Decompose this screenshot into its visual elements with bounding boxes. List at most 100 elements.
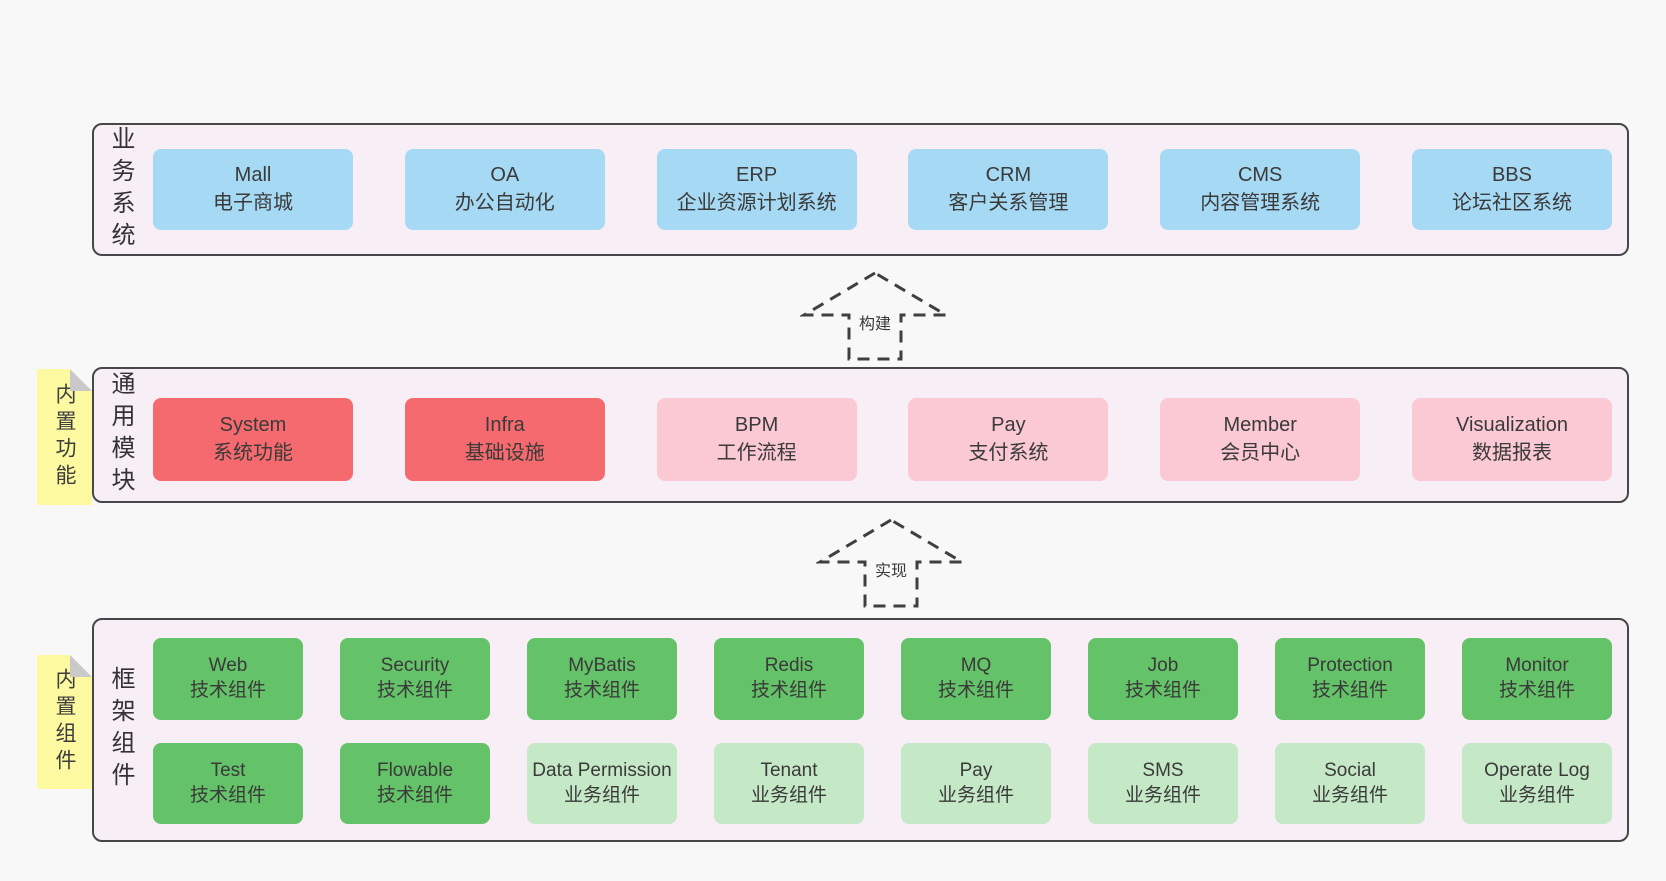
box-cms: CMS 内容管理系统 — [1160, 149, 1361, 230]
implement-arrow-label: 实现 — [871, 562, 911, 582]
box-title: Member — [1223, 413, 1297, 436]
box-subtitle: 技术组件 — [376, 784, 453, 806]
box-subtitle: 业务组件 — [563, 784, 640, 806]
builtin-features-note: 内置功能 — [37, 369, 92, 505]
box-title: Data Permission — [532, 759, 672, 781]
box-subtitle: 客户关系管理 — [948, 191, 1069, 214]
build-arrow: 构建 — [800, 270, 950, 362]
box-monitor: Monitor 技术组件 — [1462, 638, 1612, 720]
block-arrow-up-icon — [816, 518, 966, 608]
box-member: Member 会员中心 — [1160, 398, 1361, 481]
box-subtitle: 业务组件 — [1124, 784, 1201, 806]
box-title: Test — [210, 759, 246, 781]
box-title: Mall — [234, 163, 272, 186]
box-infra: Infra 基础设施 — [404, 398, 605, 481]
box-oa: OA 办公自动化 — [404, 149, 605, 230]
box-sms: SMS 业务组件 — [1088, 743, 1238, 824]
box-erp: ERP 企业资源计划系统 — [656, 149, 857, 230]
box-title: Job — [1147, 655, 1179, 677]
box-subtitle: 技术组件 — [1498, 680, 1575, 701]
box-title: Operate Log — [1484, 759, 1590, 781]
box-title: MQ — [960, 655, 992, 677]
box-title: Infra — [484, 413, 525, 436]
box-title: Social — [1324, 759, 1376, 781]
box-subtitle: 技术组件 — [376, 680, 453, 701]
box-redis: Redis 技术组件 — [714, 638, 864, 720]
box-subtitle: 基础设施 — [464, 441, 545, 464]
box-flowable: Flowable 技术组件 — [340, 743, 490, 824]
box-title: Redis — [764, 655, 814, 677]
note-text: 内置组件 — [53, 668, 76, 776]
box-tenant: Tenant 业务组件 — [714, 743, 864, 824]
note-text: 内置功能 — [53, 383, 76, 491]
box-title: Web — [208, 655, 248, 677]
box-subtitle: 技术组件 — [750, 680, 827, 701]
box-subtitle: 技术组件 — [937, 680, 1014, 701]
box-system: System 系统功能 — [153, 398, 353, 481]
box-title: Security — [380, 655, 450, 677]
box-subtitle: 支付系统 — [968, 441, 1049, 464]
box-operate-log: Operate Log 业务组件 — [1462, 743, 1612, 824]
section-label-text: 框架组件 — [107, 666, 134, 794]
box-title: CRM — [985, 163, 1032, 186]
box-title: Pay — [959, 759, 993, 781]
box-subtitle: 业务组件 — [937, 784, 1014, 806]
box-subtitle: 工作流程 — [716, 441, 797, 464]
components-row-2: Test 技术组件 Flowable 技术组件 Data Permission … — [153, 743, 1612, 824]
box-mall: Mall 电子商城 — [153, 149, 353, 230]
box-subtitle: 系统功能 — [213, 441, 293, 464]
box-subtitle: 办公自动化 — [454, 191, 555, 214]
box-title: BBS — [1491, 163, 1532, 186]
block-arrow-up-icon — [800, 271, 950, 361]
box-subtitle: 会员中心 — [1220, 441, 1301, 464]
box-data-permission: Data Permission 业务组件 — [527, 743, 677, 824]
box-subtitle: 业务组件 — [750, 784, 827, 806]
box-title: Tenant — [760, 759, 818, 781]
business-section-label: 业务系统 — [96, 125, 144, 254]
box-title: MyBatis — [568, 655, 636, 677]
box-title: Visualization — [1456, 413, 1568, 436]
box-subtitle: 技术组件 — [189, 784, 266, 806]
box-subtitle: 技术组件 — [189, 680, 266, 701]
box-crm: CRM 客户关系管理 — [908, 149, 1109, 230]
section-label-text: 业务系统 — [107, 125, 134, 254]
box-subtitle: 技术组件 — [1124, 680, 1201, 701]
box-subtitle: 论坛社区系统 — [1451, 191, 1572, 214]
build-arrow-label: 构建 — [855, 315, 895, 335]
framework-components-section: 框架组件 Web 技术组件 Security 技术组件 MyBatis 技术组件… — [92, 618, 1629, 842]
box-social: Social 业务组件 — [1275, 743, 1425, 824]
box-job: Job 技术组件 — [1088, 638, 1238, 720]
box-title: Protection — [1307, 655, 1393, 677]
box-subtitle: 电子商城 — [213, 191, 293, 214]
box-subtitle: 内容管理系统 — [1200, 191, 1321, 214]
common-modules-section: 通用模块 System 系统功能 Infra 基础设施 BPM 工作流程 Pay… — [92, 367, 1629, 503]
modules-boxes-row: System 系统功能 Infra 基础设施 BPM 工作流程 Pay 支付系统… — [153, 398, 1612, 481]
components-section-label: 框架组件 — [96, 620, 144, 840]
box-title: Pay — [991, 413, 1026, 436]
box-visualization: Visualization 数据报表 — [1411, 398, 1612, 481]
box-subtitle: 业务组件 — [1498, 784, 1575, 806]
business-systems-section: 业务系统 Mall 电子商城 OA 办公自动化 ERP 企业资源计划系统 CRM… — [92, 123, 1629, 256]
box-subtitle: 技术组件 — [1311, 680, 1388, 701]
business-boxes-row: Mall 电子商城 OA 办公自动化 ERP 企业资源计划系统 CRM 客户关系… — [153, 149, 1612, 230]
modules-section-label: 通用模块 — [96, 369, 144, 501]
box-security: Security 技术组件 — [340, 638, 490, 720]
box-title: BPM — [734, 413, 779, 436]
box-title: OA — [490, 163, 520, 186]
box-pay-module: Pay 支付系统 — [908, 398, 1109, 481]
box-title: Flowable — [376, 759, 454, 781]
box-protection: Protection 技术组件 — [1275, 638, 1425, 720]
box-subtitle: 数据报表 — [1471, 441, 1552, 464]
box-title: SMS — [1142, 759, 1184, 781]
box-mq: MQ 技术组件 — [901, 638, 1051, 720]
box-bbs: BBS 论坛社区系统 — [1411, 149, 1612, 230]
box-pay-component: Pay 业务组件 — [901, 743, 1051, 824]
box-title: ERP — [736, 163, 778, 186]
box-subtitle: 企业资源计划系统 — [676, 191, 837, 214]
box-title: CMS — [1237, 163, 1283, 186]
box-title: Monitor — [1505, 655, 1569, 677]
box-subtitle: 技术组件 — [563, 680, 640, 701]
box-mybatis: MyBatis 技术组件 — [527, 638, 677, 720]
section-label-text: 通用模块 — [107, 371, 134, 499]
box-subtitle: 业务组件 — [1311, 784, 1388, 806]
